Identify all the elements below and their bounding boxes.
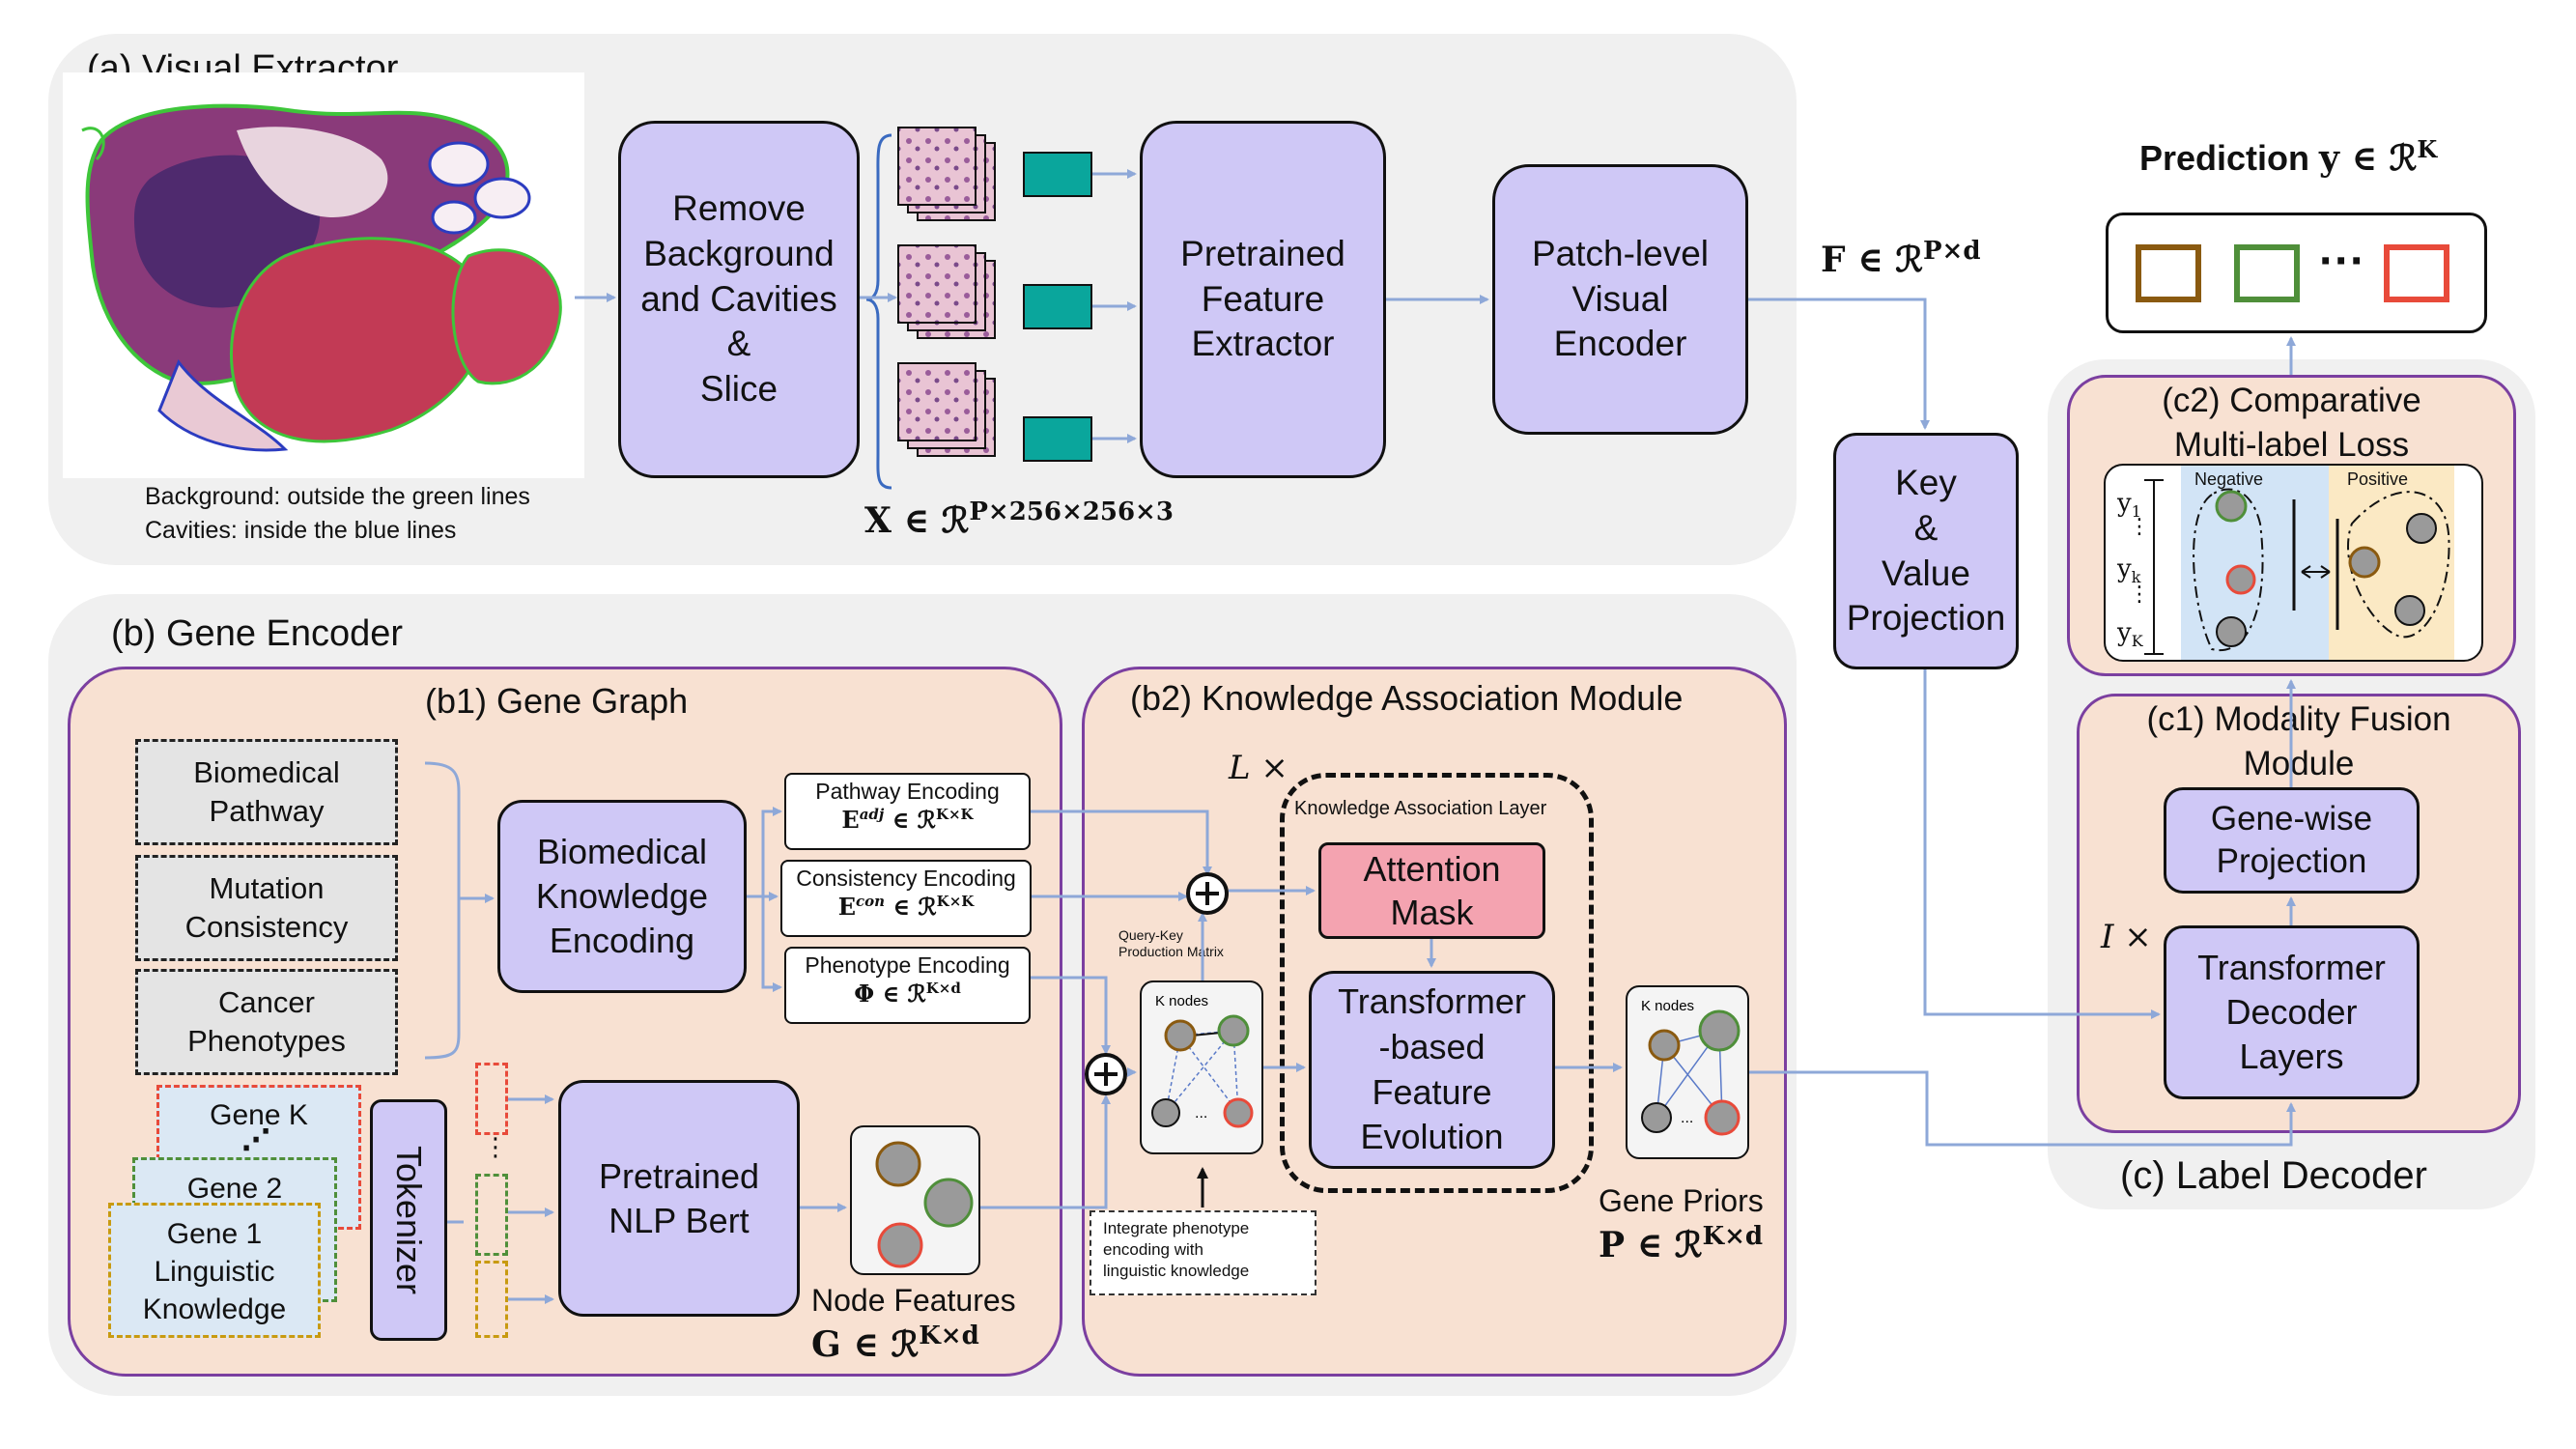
yk-label: yk (2117, 554, 2141, 587)
pretrained-feature-extractor-box: Pretrained Feature Extractor (1140, 121, 1386, 478)
k-nodes-right-ellipsis: ... (1681, 1110, 1693, 1126)
loss-illustration: Negative Positive y1 yk yK ⋮ ⋮ (2104, 464, 2483, 662)
gene-card-dots: ⋰ (241, 1124, 270, 1156)
k-nodes-right-label: K nodes (1641, 998, 1694, 1014)
token-red (475, 1063, 508, 1135)
y1-label: y1 (2117, 489, 2141, 522)
attention-mask-box: Attention Mask (1318, 842, 1545, 939)
patch-stack-3 (897, 362, 996, 457)
panel-b2-title: (b2) Knowledge Association Module (1130, 678, 1684, 718)
panel-c2-title: (c2) Comparative Multi-label Loss (2162, 382, 2421, 464)
panel-c-title: (c) Label Decoder (2120, 1154, 2427, 1197)
k-nodes-left-drawing: K nodes ... (1151, 993, 1254, 1128)
token-dots: ⋮ (483, 1132, 508, 1161)
transformer-feature-evolution-box: Transformer -based Feature Evolution (1309, 971, 1555, 1169)
qk-note: Query-Key Production Matrix (1118, 927, 1224, 959)
positive-label: Positive (2347, 469, 2409, 489)
gene-1-card: Gene 1 Linguistic Knowledge (108, 1203, 321, 1338)
integrate-note: Integrate phenotype encoding with lingui… (1090, 1210, 1316, 1295)
tokenizer-box: Tokenizer (370, 1099, 447, 1341)
loss-drawing: ⋮ ⋮ (2129, 479, 2450, 655)
panel-b1-title: (b1) Gene Graph (425, 681, 689, 721)
g-math: G ∈ ℛK×d (811, 1321, 979, 1365)
yK-label: yK (2117, 618, 2143, 651)
node-features-label: Node Features (811, 1283, 1016, 1318)
l-times: L × (1229, 749, 1288, 787)
key-value-projection-box: Key & Value Projection (1833, 433, 2019, 669)
f-math: F ∈ ℛP×d (1821, 237, 1981, 280)
patch-stack-2 (897, 244, 996, 339)
prediction-dots: ··· (2319, 236, 2365, 287)
p-math: P ∈ ℛK×d (1599, 1222, 1764, 1265)
token-green (475, 1174, 508, 1256)
knowledge-association-layer (1280, 773, 1594, 1193)
biomedical-pathway-box: Biomedical Pathway (135, 739, 398, 845)
k-nodes-graph-left: K nodes ... (1140, 980, 1263, 1154)
prediction-slot-2 (2234, 244, 2300, 302)
remove-background-box: Remove Background and Cavities & Slice (618, 121, 860, 478)
cancer-phenotypes-box: Cancer Phenotypes (135, 969, 398, 1075)
gene-priors-label: Gene Priors (1599, 1183, 1764, 1218)
whole-slide-image (63, 72, 584, 478)
cavities-note: Cavities: inside the blue lines (145, 517, 457, 544)
k-nodes-right-drawing: K nodes ... (1641, 998, 1741, 1136)
patch-stacks (865, 127, 1092, 490)
x-math: X ∈ ℛP×256×256×3 (864, 497, 1174, 541)
biomedical-knowledge-encoding-box: Biomedical Knowledge Encoding (497, 800, 747, 993)
pathway-encoding-box: Pathway Encoding Eadj ∈ ℛK×K (784, 773, 1031, 850)
phenotype-encoding-box: Phenotype Encoding Φ ∈ ℛK×d (784, 947, 1031, 1024)
layer-title: Knowledge Association Layer (1294, 798, 1547, 819)
prediction-slot-1 (2136, 244, 2201, 302)
k-nodes-left-label: K nodes (1155, 993, 1208, 1009)
k-nodes-graph-right: K nodes ... (1626, 985, 1749, 1159)
patch-stack-1 (897, 127, 996, 221)
prediction-label: Prediction y ∈ ℛK (2139, 135, 2438, 179)
consistency-encoding-box: Consistency Encoding Econ ∈ ℛK×K (780, 860, 1032, 937)
panel-c1-title: (c1) Modality Fusion Module (2146, 700, 2451, 782)
negative-label: Negative (2194, 469, 2264, 489)
prediction-box: ··· (2106, 213, 2487, 333)
patch-level-visual-encoder-box: Patch-level Visual Encoder (1492, 164, 1748, 435)
i-times: I × (2101, 918, 2152, 956)
token-yellow (475, 1261, 508, 1338)
mutation-consistency-box: Mutation Consistency (135, 855, 398, 961)
node-features-drawing (875, 1141, 974, 1268)
pretrained-nlp-bert-box: Pretrained NLP Bert (558, 1080, 800, 1317)
k-nodes-left-ellipsis: ... (1195, 1105, 1207, 1122)
transformer-decoder-layers-box: Transformer Decoder Layers (2164, 925, 2420, 1099)
background-note: Background: outside the green lines (145, 483, 530, 510)
negative-region (2181, 466, 2329, 660)
svg-text:⋮: ⋮ (2129, 514, 2150, 538)
svg-text:⋮: ⋮ (2129, 582, 2150, 606)
node-features-graph (850, 1125, 980, 1275)
prediction-slot-k (2384, 244, 2449, 302)
panel-b-title: (b) Gene Encoder (111, 613, 404, 654)
gene-wise-projection-box: Gene-wise Projection (2164, 787, 2420, 894)
